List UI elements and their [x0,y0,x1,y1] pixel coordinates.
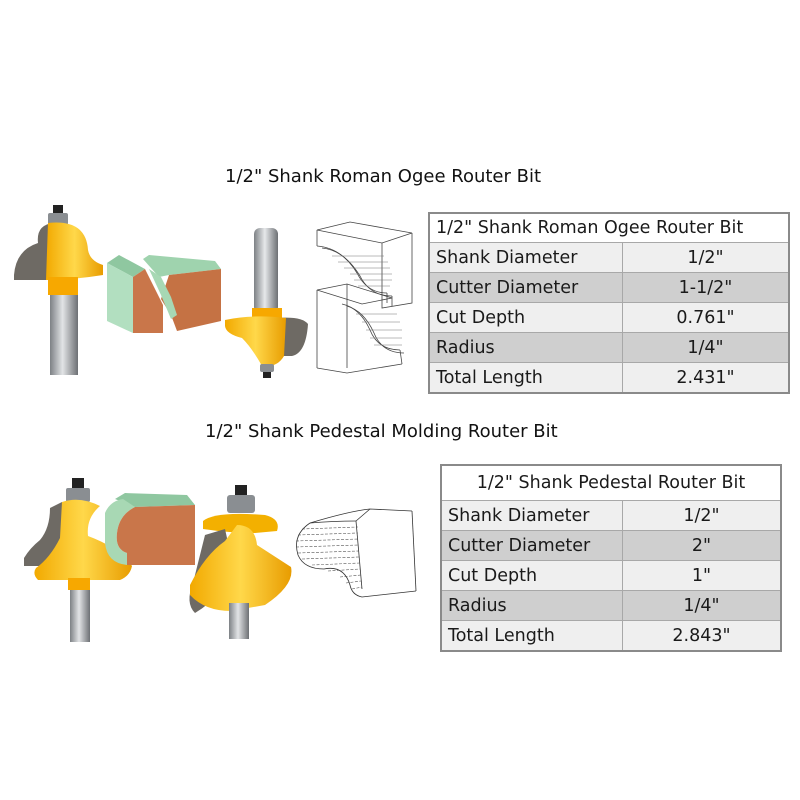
router-bit-pedestal-image [24,478,132,642]
spec-label: Radius [440,590,623,621]
wireframe-pedestal-diagram [295,508,417,598]
table-row: Shank Diameter 1/2" [428,242,790,273]
spec-value: 1-1/2" [622,272,790,303]
table-row: Radius 1/4" [440,590,782,621]
table-row: Cutter Diameter 1-1/2" [428,272,790,303]
spec-value: 1/2" [622,242,790,273]
spec-table-roman-ogee: 1/2" Shank Roman Ogee Router Bit Shank D… [428,212,790,394]
table-row: Cutter Diameter 2" [440,530,782,561]
wood-profile-pedestal-image [105,493,195,565]
spec-table-pedestal: 1/2" Shank Pedestal Router Bit Shank Dia… [440,464,782,652]
wireframe-roman-ogee-diagram [316,221,413,374]
spec-value: 1" [622,560,782,591]
table-row: Radius 1/4" [428,332,790,363]
spec-label: Cut Depth [440,560,623,591]
spec-value: 1/4" [622,332,790,363]
spec-label: Cut Depth [428,302,623,333]
spec-label: Total Length [440,620,623,652]
table-title: 1/2" Shank Pedestal Router Bit [440,464,782,501]
table-row: Total Length 2.843" [440,620,782,652]
spec-label: Total Length [428,362,623,394]
table-title: 1/2" Shank Roman Ogee Router Bit [428,212,790,243]
spec-label: Radius [428,332,623,363]
spec-label: Shank Diameter [428,242,623,273]
router-bit-roman-ogee-image [14,205,103,375]
table-row: Shank Diameter 1/2" [440,500,782,531]
spec-value: 2" [622,530,782,561]
table-row: Total Length 2.431" [428,362,790,394]
spec-value: 1/4" [622,590,782,621]
spec-label: Cutter Diameter [428,272,623,303]
spec-value: 0.761" [622,302,790,333]
router-bit-pedestal-angled-image [189,485,292,639]
section-caption-pedestal-molding: 1/2" Shank Pedestal Molding Router Bit [205,421,558,442]
section-caption-roman-ogee: 1/2" Shank Roman Ogee Router Bit [225,166,542,187]
router-bit-roman-ogee-inverted-image [225,228,308,378]
spec-label: Shank Diameter [440,500,623,531]
wood-profile-roman-ogee-image [107,255,221,333]
spec-value: 2.843" [622,620,782,652]
table-row: Cut Depth 0.761" [428,302,790,333]
spec-value: 2.431" [622,362,790,394]
spec-label: Cutter Diameter [440,530,623,561]
spec-value: 1/2" [622,500,782,531]
table-row: Cut Depth 1" [440,560,782,591]
